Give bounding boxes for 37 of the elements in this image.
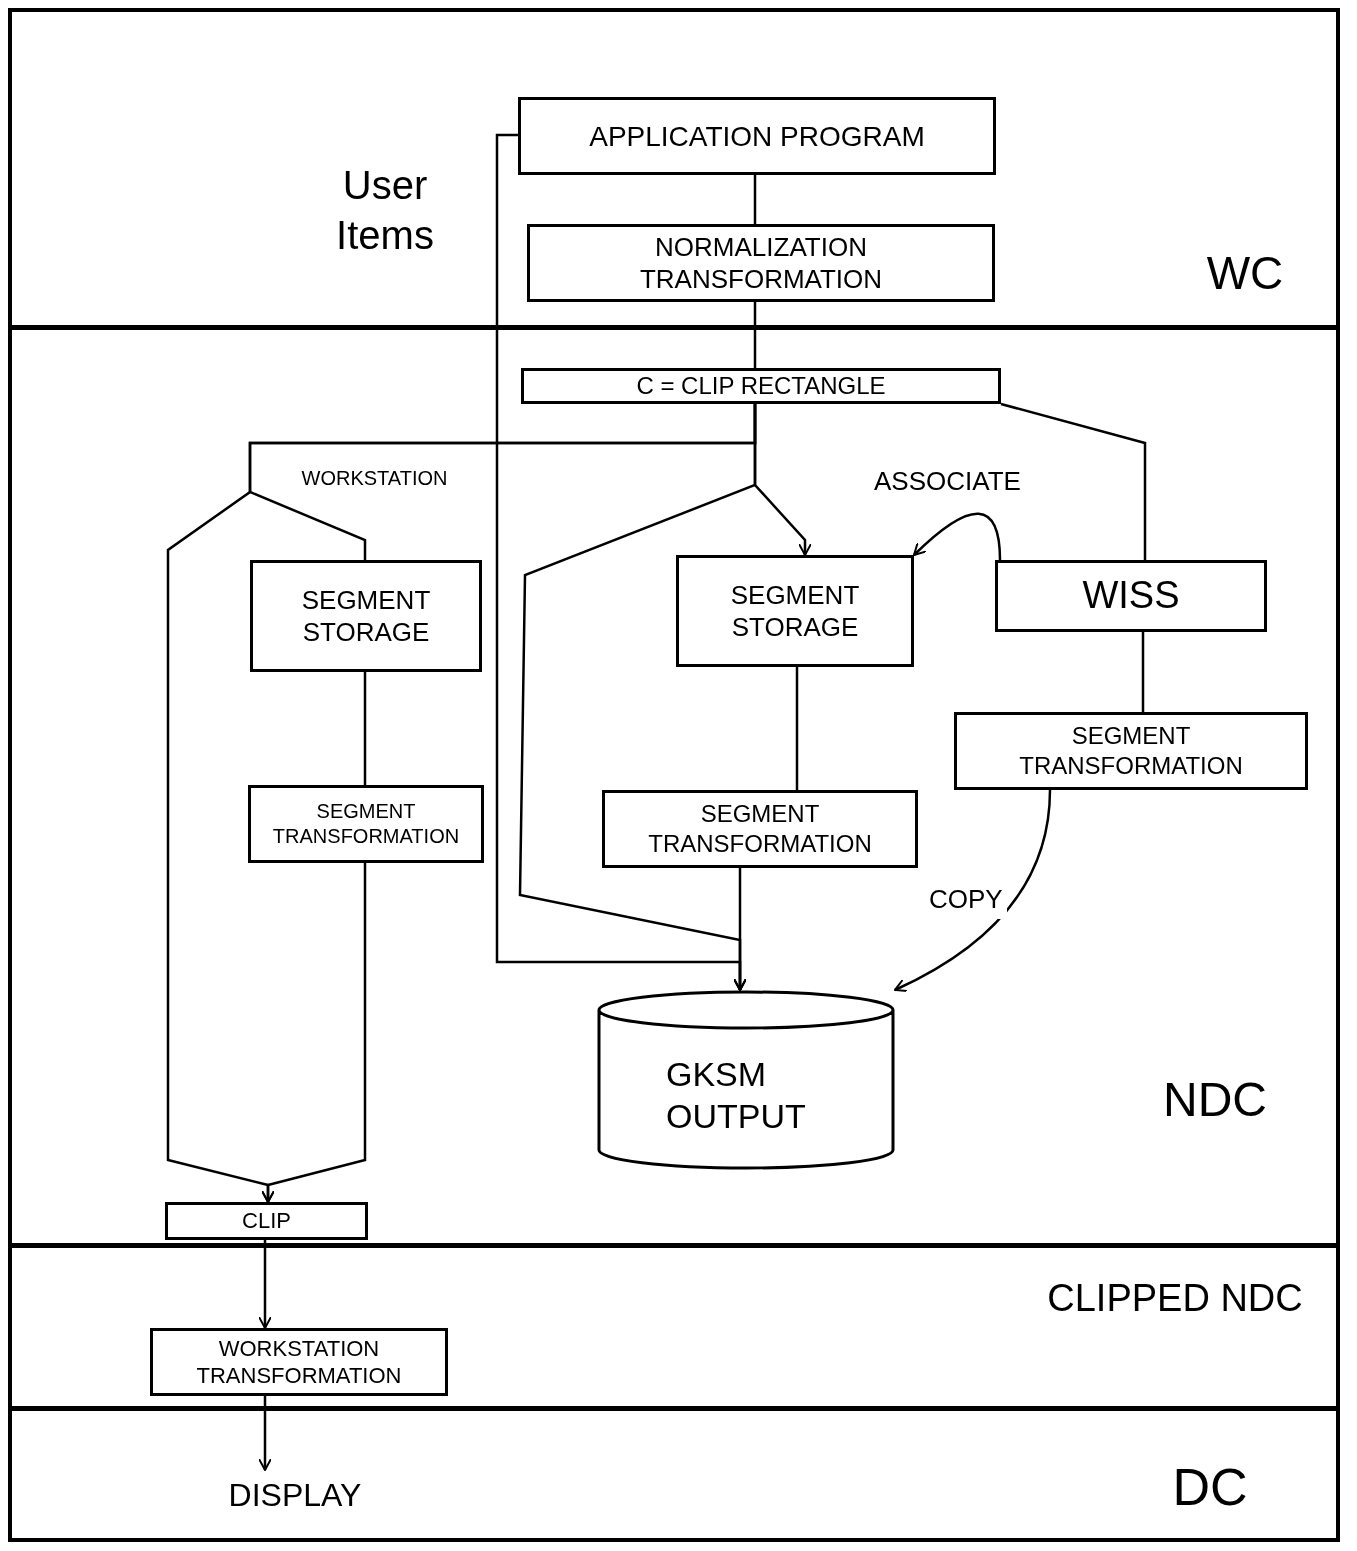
connector-line [1141,632,1145,712]
connector-line [753,302,757,368]
process-box [150,1328,448,1396]
box-text: WISS [1082,573,1180,619]
box-text: APPLICATION PROGRAM [589,119,925,154]
output-label: DISPLAY [170,1470,420,1520]
node-text: GKSM OUTPUT [666,1053,807,1137]
connector-line [913,512,1002,561]
connector-line [363,672,367,785]
box-text: SEGMENT STORAGE [300,583,432,649]
process-box [518,97,996,175]
box-text: C = CLIP RECTANGLE [636,371,886,401]
storage-cylinder [597,990,895,1170]
process-box [602,790,918,868]
process-box [954,712,1308,790]
connector-line [894,789,1052,992]
box-text: SEGMENT TRANSFORMATION [647,799,873,859]
box-text: SEGMENT STORAGE [729,578,861,644]
connector-line [753,175,757,224]
box-text: CLIP [242,1207,291,1235]
box-text: SEGMENT TRANSFORMATION [1018,721,1244,781]
connector-line [261,863,367,1203]
connector-line [733,868,747,991]
connector-line [1000,402,1147,560]
connector-line [258,1240,272,1329]
connector-line [795,667,799,790]
process-box [250,560,482,672]
connector-line [258,1396,272,1471]
process-box [248,785,484,863]
box-text: SEGMENT TRANSFORMATION [271,799,461,849]
process-box [676,555,914,667]
box-text: WORKSTATION TRANSFORMATION [195,1334,403,1390]
process-box [165,1202,368,1240]
process-box [995,560,1267,632]
box-text: NORMALIZATION TRANSFORMATION [638,230,884,296]
process-box [527,224,995,302]
process-box [521,368,1001,404]
